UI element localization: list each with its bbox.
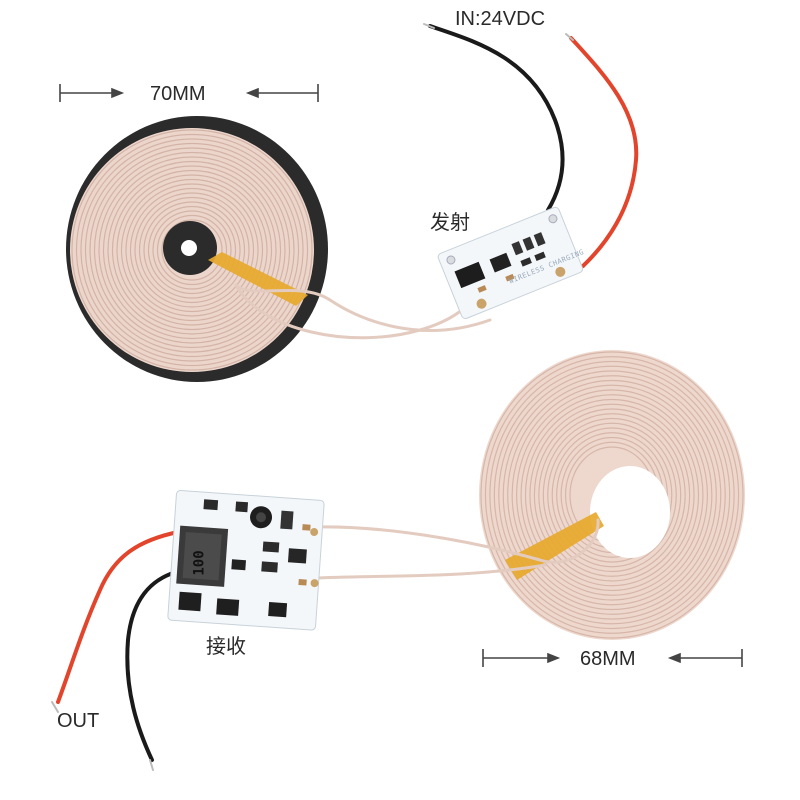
coil-winding: [498, 370, 726, 620]
coil-winding: [480, 351, 744, 639]
coil-winding: [538, 413, 686, 577]
coil-winding: [71, 129, 313, 371]
rx-coil-diameter-label: 68MM: [580, 648, 636, 670]
coil-winding: [520, 394, 704, 596]
coil-winding: [156, 214, 228, 286]
tx-coil-diameter-label: 70MM: [150, 83, 206, 105]
coil-winding: [138, 196, 246, 304]
transmitter-pcb: [437, 206, 584, 320]
rx-coil-leads: [310, 518, 600, 580]
coil-winding: [89, 147, 295, 353]
inductor-marking: 100: [191, 550, 208, 576]
coil-winding: [84, 142, 300, 358]
coil-winding: [542, 417, 682, 573]
coil-winding: [143, 201, 241, 299]
rx-dimension-arrows: [482, 649, 743, 667]
coil-winding: [551, 427, 673, 563]
coil-winding: [116, 174, 268, 326]
transmitter-coil: [66, 116, 328, 382]
coil-winding: [484, 356, 740, 634]
coil-winding: [93, 151, 291, 349]
receiver-pcb: [167, 490, 325, 631]
coil-winding: [489, 360, 735, 630]
coil-winding: [493, 365, 731, 625]
coil-winding: [507, 379, 717, 611]
coil-winding: [515, 389, 708, 601]
coil-winding: [107, 165, 277, 335]
receiver-label: 接收: [206, 636, 246, 658]
coil-winding: [533, 408, 691, 582]
tx-kapton-tape: [208, 252, 308, 306]
transmitter-label: 发射: [430, 212, 470, 234]
coil-winding: [502, 375, 722, 615]
coil-winding: [524, 398, 700, 592]
output-wires: [51, 530, 180, 771]
coil-winding: [80, 138, 304, 362]
rx-kapton-tape: [505, 512, 604, 580]
output-label: OUT: [57, 710, 100, 732]
coil-winding: [152, 210, 232, 290]
coil-winding: [129, 187, 255, 313]
coil-winding: [102, 160, 282, 340]
coil-winding: [98, 156, 286, 344]
coil-winding: [161, 219, 223, 281]
coil-winding: [556, 432, 668, 558]
input-voltage-label: IN:24VDC: [455, 8, 546, 30]
tx-dimension-arrows: [59, 84, 319, 102]
coil-winding: [125, 183, 259, 317]
receiver-coil: [479, 350, 745, 640]
coil-winding: [111, 169, 273, 331]
coil-winding: [529, 403, 695, 587]
coil-winding: [547, 422, 677, 568]
coil-winding: [147, 205, 237, 295]
coil-winding: [75, 133, 309, 367]
coil-winding: [134, 192, 250, 308]
input-wires: [423, 23, 639, 268]
coil-winding: [120, 178, 264, 322]
coil-winding: [511, 384, 713, 606]
